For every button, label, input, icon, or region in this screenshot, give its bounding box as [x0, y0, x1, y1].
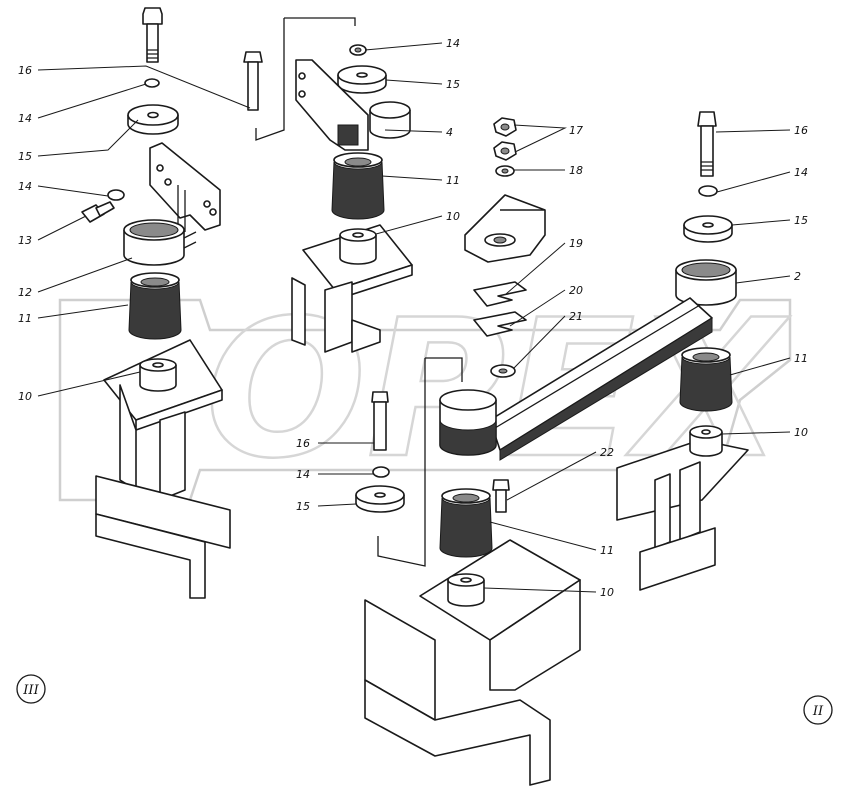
- view-iii-label: III: [22, 683, 39, 698]
- view-iii-circle: [16, 674, 46, 704]
- callout-labels: 16 14 15 14 13 12 11 10 14 15 4 11 10 17…: [18, 37, 808, 599]
- callout-19: 19: [569, 237, 583, 250]
- callout-14: 14: [794, 166, 808, 179]
- callout-11: 11: [446, 174, 460, 187]
- bracket-plate-left: [149, 142, 221, 232]
- callout-leaders: [37, 42, 791, 593]
- callout-20: 20: [569, 284, 583, 297]
- frame-bracket-center: [291, 224, 413, 353]
- lock-washer-14-left: [144, 78, 160, 88]
- callout-10: 10: [794, 426, 808, 439]
- callout-12: 12: [18, 286, 32, 299]
- callout-16: 16: [18, 64, 32, 77]
- callout-4: 4: [446, 126, 453, 139]
- tie-rod-lower: [377, 357, 463, 567]
- washer-15-lower: [355, 485, 405, 513]
- callout-2: 2: [794, 270, 801, 283]
- lock-washer-14-left-b: [107, 189, 125, 201]
- callout-10: 10: [600, 586, 614, 599]
- bolt-16-center: [243, 51, 263, 111]
- center-top-assembly: [243, 17, 413, 353]
- callout-11: 11: [18, 312, 32, 325]
- view-ii-label: II: [812, 704, 824, 719]
- callout-14: 14: [18, 180, 32, 193]
- center-lower-assembly: [355, 357, 581, 786]
- callout-15: 15: [296, 500, 310, 513]
- callout-14: 14: [446, 37, 460, 50]
- view-ii-circle: [803, 695, 833, 725]
- bolt-22: [492, 479, 510, 513]
- washer-15-center: [337, 65, 387, 94]
- shim-20: [473, 311, 527, 337]
- callout-15: 15: [18, 150, 32, 163]
- rubber-cushion-11-right: [679, 347, 733, 412]
- frame-bracket-left: [95, 339, 231, 599]
- callout-14: 14: [296, 468, 310, 481]
- rubber-cushion-11-left: [128, 272, 182, 340]
- nut-17-lower: [493, 141, 517, 161]
- clamp-12: [123, 219, 197, 266]
- bolt-16-lower: [371, 391, 389, 451]
- callout-21: 21: [569, 310, 583, 323]
- callout-15: 15: [446, 78, 460, 91]
- lock-washer-14-right: [698, 185, 718, 197]
- nut-17-upper: [493, 117, 517, 137]
- bolt-16-left: [142, 7, 163, 63]
- washer-15-left: [127, 104, 179, 135]
- callout-22: 22: [600, 446, 614, 459]
- lock-washer-14-lower: [372, 466, 390, 478]
- bolt-16-right: [697, 111, 717, 177]
- mounting-block: [464, 194, 546, 263]
- callout-17: 17: [569, 124, 583, 137]
- rubber-cushion-11-lower: [439, 488, 493, 558]
- washer-15-right: [683, 215, 733, 243]
- callout-11: 11: [600, 544, 614, 557]
- left-assembly: III: [16, 7, 231, 704]
- tie-rod-top: [255, 17, 356, 141]
- callout-16: 16: [296, 437, 310, 450]
- callout-14: 14: [18, 112, 32, 125]
- callout-15: 15: [794, 214, 808, 227]
- callout-10: 10: [446, 210, 460, 223]
- callout-13: 13: [18, 234, 32, 247]
- bolt-13: [81, 201, 115, 223]
- callout-18: 18: [569, 164, 583, 177]
- crossbeam-2: [439, 259, 737, 461]
- callout-11: 11: [794, 352, 808, 365]
- right-assembly: II: [439, 111, 833, 725]
- frame-bracket-lower: [364, 539, 581, 786]
- bracket-4: [295, 59, 411, 151]
- rubber-cushion-11-center: [331, 152, 385, 220]
- callout-10: 10: [18, 390, 32, 403]
- frame-bracket-right: [616, 425, 749, 591]
- callout-16: 16: [794, 124, 808, 137]
